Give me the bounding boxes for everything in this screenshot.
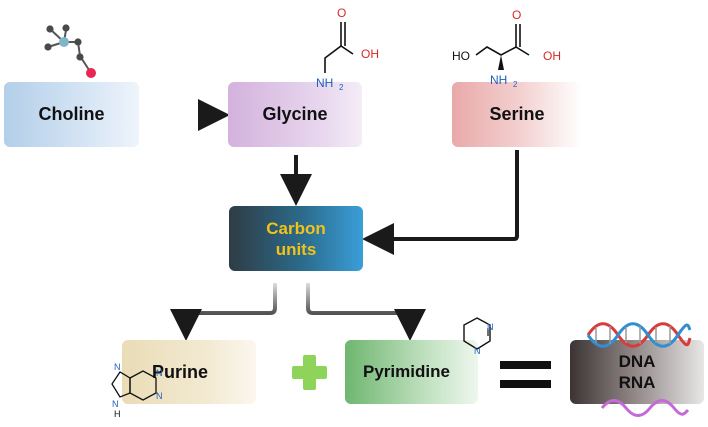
purine-label: Purine — [152, 361, 209, 382]
arrow-carbon-to-pyrimidine — [306, 283, 426, 341]
rna-strand-icon — [600, 399, 690, 417]
purine-h-atom: H — [114, 409, 121, 419]
serine-nh-subscript: 2 — [513, 80, 518, 89]
pyrimidine-ring-icon: N N — [463, 317, 494, 356]
glycine-o-atom: O — [337, 6, 346, 20]
purine-ring-icon: N N N N H — [111, 362, 163, 419]
choline-node: Choline — [4, 82, 139, 147]
dna-label: DNA — [618, 352, 656, 371]
purine-hn-group: N — [112, 399, 119, 409]
choline-label: Choline — [38, 104, 105, 124]
pyrimidine-label: Pyrimidine — [363, 362, 450, 381]
purine-n-atom-3: N — [156, 391, 163, 401]
arrow-carbon-to-purine — [170, 283, 277, 341]
equals-icon — [500, 361, 551, 388]
serine-o-atom: O — [512, 8, 521, 22]
serine-ho-group: HO — [452, 49, 470, 63]
purine-node: Purine — [122, 340, 256, 404]
ball-and-stick-molecule-icon — [44, 24, 96, 78]
glycine-node: Glycine — [228, 82, 362, 147]
carbon-units-node: Carbon units — [229, 206, 363, 271]
glycine-structure: O OH NH 2 — [316, 6, 379, 92]
rna-label: RNA — [618, 373, 656, 392]
arrow-serine-to-carbon — [362, 150, 519, 255]
glycine-label: Glycine — [262, 104, 328, 124]
serine-label: Serine — [489, 104, 545, 124]
dna-rna-node: DNA RNA — [570, 340, 704, 404]
plus-icon — [292, 355, 327, 390]
serine-structure: HO O OH NH 2 — [452, 8, 561, 89]
dna-double-helix-icon — [586, 322, 692, 348]
carbon-label-line2: units — [275, 239, 317, 259]
glycine-oh-group: OH — [361, 47, 379, 61]
carbon-label-line1: Carbon — [266, 218, 326, 238]
pyrimidine-n-atom-1: N — [487, 322, 494, 332]
pyrimidine-node: Pyrimidine — [345, 340, 478, 404]
purine-n-atom-1: N — [114, 362, 121, 372]
pyrimidine-n-atom-2: N — [474, 346, 481, 356]
glycine-nh-group: NH — [316, 76, 333, 90]
serine-nh-group: NH — [490, 73, 507, 87]
serine-node: Serine — [452, 82, 582, 147]
glycine-nh-subscript: 2 — [339, 83, 344, 92]
serine-oh-group: OH — [543, 49, 561, 63]
purine-n-atom-2: N — [156, 368, 163, 378]
